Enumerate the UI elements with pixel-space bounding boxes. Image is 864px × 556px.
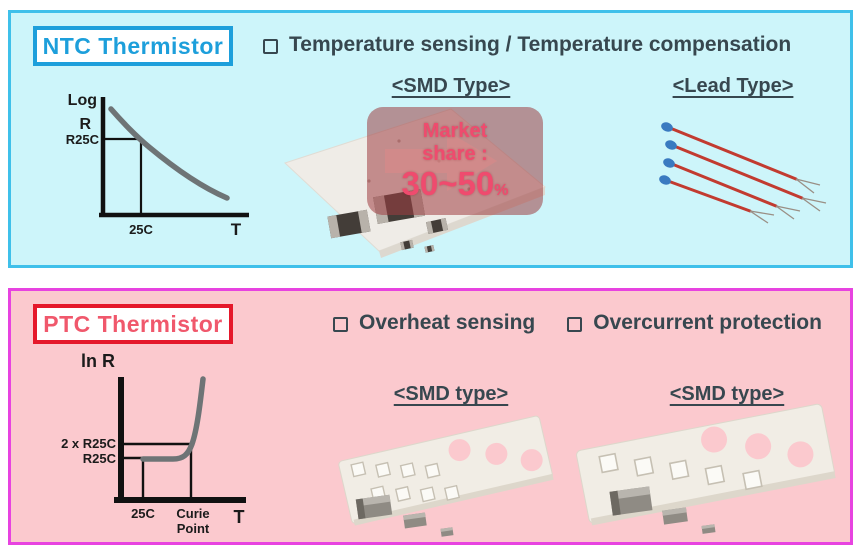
checkbox-icon	[567, 316, 583, 332]
ptc-bullet-2: Overcurrent protection	[567, 311, 822, 335]
ptc-bullet-row: Overheat sensing Overcurrent protection	[333, 311, 822, 335]
ntc-yref-label: R25C	[66, 132, 100, 147]
lead-thermistor	[665, 140, 827, 212]
ntc-resistance-graph: Log R R25C 25C T	[66, 92, 249, 239]
ntc-panel: NTC Thermistor Temperature sensing / Tem…	[8, 10, 853, 268]
percent-sign: %	[494, 181, 509, 199]
lead-thermistor-image	[659, 122, 827, 224]
ntc-y-label-1: Log	[68, 92, 97, 109]
ptc-xref2-label-2: Point	[177, 521, 210, 536]
ptc-title: PTC Thermistor	[43, 310, 223, 337]
ptc-smd-type-label-left: <SMD type>	[393, 383, 509, 405]
ntc-graph-reference-lines	[103, 137, 143, 215]
ntc-bullet-row: Temperature sensing / Temperature compen…	[263, 33, 791, 57]
ptc-resistance-graph: ln R 2 x R25C R25C 25C Curie Point T	[61, 351, 246, 536]
ntc-y-label-2: R	[79, 116, 91, 133]
ntc-lead-type-label: <Lead Type>	[672, 75, 794, 97]
ptc-y-label: ln R	[81, 351, 115, 371]
ptc-yref2-label: R25C	[83, 451, 117, 466]
smd-chip	[424, 245, 435, 253]
smd-chip	[440, 527, 454, 537]
ptc-panel: PTC Thermistor Overheat sensing Overcurr…	[8, 288, 853, 545]
ptc-title-box: PTC Thermistor	[33, 304, 233, 344]
carrier-tape	[338, 415, 554, 526]
ptc-bullet-1: Overheat sensing	[333, 311, 535, 335]
checkbox-icon	[333, 316, 348, 332]
carrier-tape-image	[338, 415, 554, 537]
lead-thermistor	[663, 158, 801, 220]
market-share-line2: share :	[422, 142, 488, 165]
ptc-bullet2-text: Overcurrent protection	[593, 311, 822, 334]
ntc-curve	[108, 106, 230, 201]
smd-chip	[355, 494, 393, 520]
ptc-xref2-label-1: Curie	[176, 506, 209, 521]
ptc-r25c-lines	[121, 456, 145, 500]
smd-chip	[609, 486, 653, 516]
ntc-smd-type-label: <SMD Type>	[391, 75, 511, 97]
smd-chip	[400, 239, 414, 251]
smd-chip	[327, 209, 371, 239]
ptc-xref1-label: 25C	[131, 506, 155, 521]
smd-chip	[403, 512, 427, 529]
smd-chip	[662, 507, 688, 525]
ntc-xref-label: 25C	[129, 222, 153, 237]
ntc-bullet-text: Temperature sensing / Temperature compen…	[289, 33, 792, 56]
ntc-title-box: NTC Thermistor	[33, 26, 233, 66]
market-share-line1: Market	[422, 119, 488, 142]
smd-chip	[701, 524, 716, 534]
ptc-graph-axes	[114, 377, 246, 503]
lead-thermistor	[659, 175, 775, 224]
ntc-title: NTC Thermistor	[42, 32, 224, 59]
market-share-value: 30~50%	[401, 164, 509, 202]
ptc-smd-type-label-right: <SMD type>	[669, 383, 785, 405]
market-share-callout: Market share : 30~50%	[367, 107, 543, 215]
ptc-curve	[140, 376, 206, 462]
checkbox-icon	[263, 38, 278, 54]
ntc-graph-axes	[99, 97, 249, 218]
lead-thermistor	[661, 122, 821, 194]
smd-chip	[425, 218, 449, 234]
ptc-yref1-label: 2 x R25C	[61, 436, 117, 451]
arrow-right-icon	[385, 131, 497, 191]
ntc-x-label: T	[231, 220, 242, 239]
carrier-tape-image	[576, 403, 836, 534]
ptc-bullet1-text: Overheat sensing	[359, 311, 536, 334]
ptc-x-label: T	[234, 507, 245, 527]
